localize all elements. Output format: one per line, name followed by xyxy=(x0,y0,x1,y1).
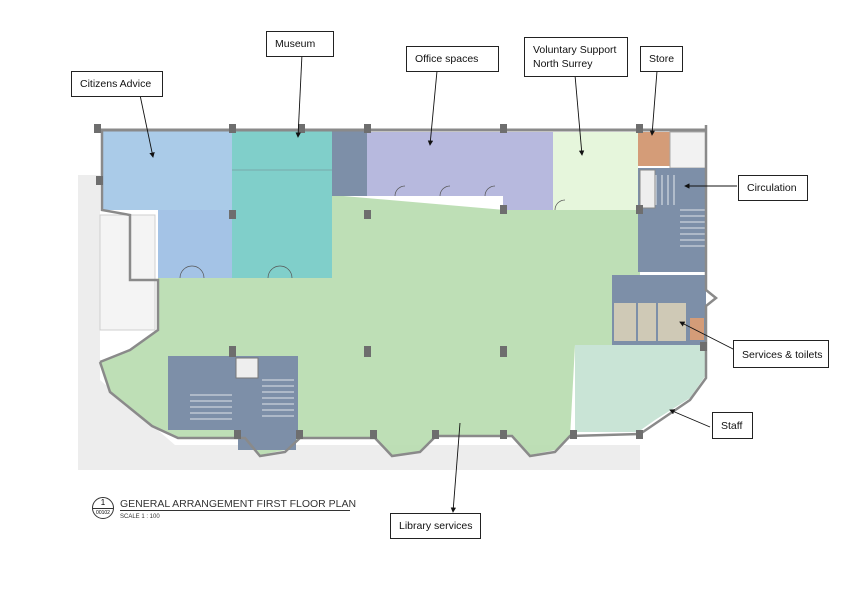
title-underline xyxy=(120,510,350,511)
arrow-voluntary-support xyxy=(574,74,585,156)
stair-core-north xyxy=(332,130,367,196)
label-library-services: Library services xyxy=(390,513,481,539)
outer-wall-west xyxy=(99,130,160,364)
toilet-3 xyxy=(658,303,686,341)
room-store-adjacent xyxy=(669,131,707,169)
label-services-toilets: Services & toilets xyxy=(733,340,829,368)
lift-east xyxy=(639,169,656,209)
arrow-citizens-advice xyxy=(139,94,155,158)
door-swings xyxy=(179,185,566,279)
label-citizens-advice: Citizens Advice xyxy=(71,71,163,97)
pointer-arrows xyxy=(139,53,737,513)
drawing-number: 1 xyxy=(100,498,106,507)
arrow-services-toilets xyxy=(679,321,736,351)
label-store: Store xyxy=(640,46,683,72)
label-office-spaces: Office spaces xyxy=(406,46,499,72)
arrow-store xyxy=(649,70,658,136)
office-4 xyxy=(503,132,553,210)
office-1 xyxy=(367,132,411,196)
adjacent-building xyxy=(99,214,156,331)
toilet-2 xyxy=(638,303,656,341)
room-citizens-advice-lower xyxy=(158,210,232,278)
services-small-room xyxy=(690,318,704,340)
drawing-title: GENERAL ARRANGEMENT FIRST FLOOR PLAN xyxy=(120,498,357,510)
drawing-reference: 00102 xyxy=(96,510,110,516)
stair-core-south-lower xyxy=(238,430,296,450)
stair-south-treads xyxy=(190,379,294,420)
lift-south xyxy=(235,357,259,379)
room-voluntary-support xyxy=(553,132,638,210)
toilet-1 xyxy=(614,303,636,341)
label-staff: Staff xyxy=(712,412,753,439)
arrow-library-services xyxy=(450,422,461,513)
arrow-office-spaces xyxy=(427,70,438,146)
stair-core-south xyxy=(168,356,298,430)
label-museum: Museum xyxy=(266,31,334,57)
drawing-number-bubble: 1 00102 xyxy=(92,497,114,519)
outer-wall-east xyxy=(639,125,719,436)
room-staff xyxy=(575,345,706,432)
room-store xyxy=(638,132,670,166)
stair-east-treads xyxy=(655,175,706,247)
label-voluntary-support: Voluntary Support North Surrey xyxy=(524,37,628,77)
structural-columns xyxy=(94,124,707,439)
room-museum xyxy=(232,130,332,278)
surrounding-ground xyxy=(78,175,640,470)
label-circulation: Circulation xyxy=(738,175,808,201)
drawing-scale: SCALE 1 : 100 xyxy=(120,514,160,520)
office-2 xyxy=(411,132,457,196)
arrow-museum xyxy=(295,53,303,138)
office-3 xyxy=(457,132,503,196)
arrow-staff xyxy=(669,409,711,428)
